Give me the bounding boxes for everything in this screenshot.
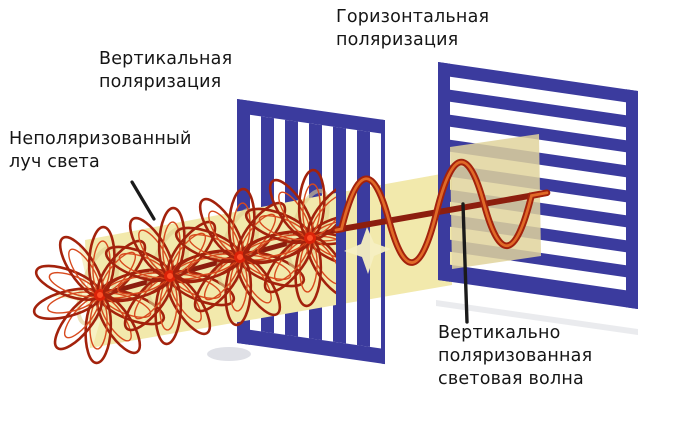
unpolarized-ray-label: Неполяризованный луч света (9, 129, 192, 172)
wave-axis (333, 189, 550, 233)
unpolarized-beam (17, 154, 336, 379)
panel-shadow (207, 347, 251, 361)
horizontal-slat (450, 114, 626, 153)
panel-frame-left (438, 61, 450, 282)
vertical-slat (333, 126, 346, 344)
vertically-polarized-wave-label: Вертикально поляризованная световая волн… (438, 323, 593, 389)
panel-frame-right (381, 119, 385, 365)
horizontal-polarization-label: Горизонтальная поляризация (336, 7, 490, 50)
panel-frame-bottom (237, 328, 385, 365)
polarized-sine-wave-core (334, 160, 549, 264)
panel-frame-bottom (438, 262, 638, 309)
polarized-wave-pointer-line (461, 202, 469, 324)
unpolarized-ray-pointer-line (130, 180, 156, 221)
panel-shadow (436, 300, 638, 335)
glint-star (344, 227, 391, 274)
horizontal-slat (450, 89, 626, 128)
panel-frame-top (438, 62, 638, 104)
vertical-polarization-label: Вертикальная поляризация (99, 49, 233, 92)
panel-frame-top (237, 99, 385, 135)
panel-frame-right (626, 89, 638, 309)
